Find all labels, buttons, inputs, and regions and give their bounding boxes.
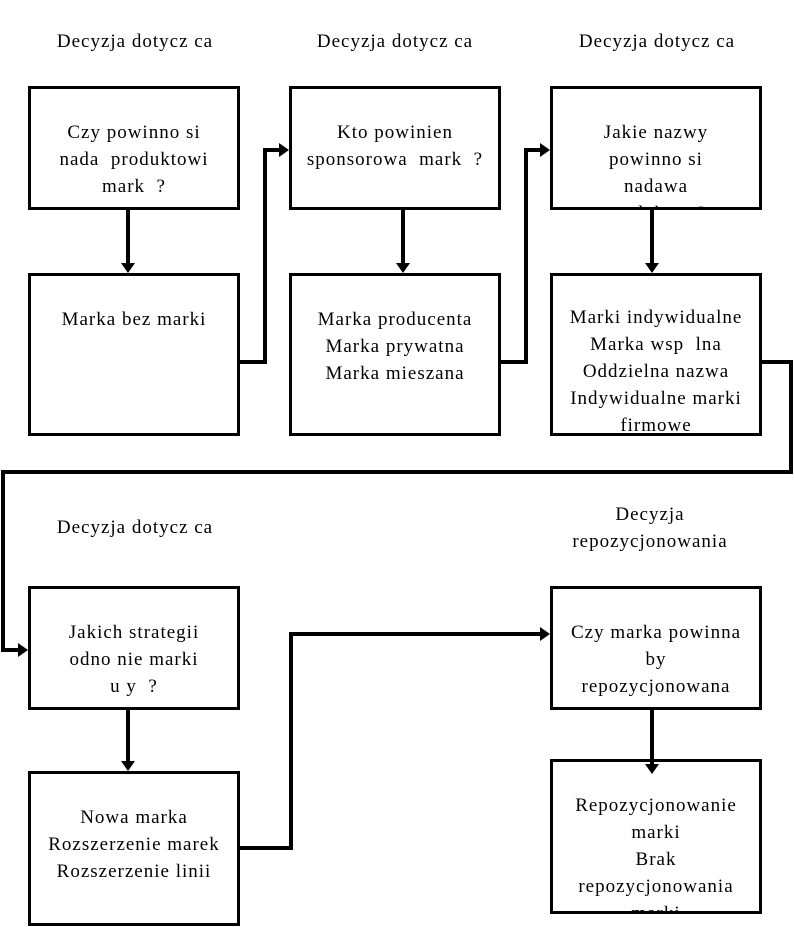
- box-question-sponsor: Kto powinien sponsorowa mark ?: [289, 86, 501, 210]
- connector-wrap: [1, 360, 793, 652]
- heading-line: repozycjonowania: [572, 531, 728, 552]
- box-line: sponsorowa mark ?: [306, 149, 484, 170]
- heading-line: Decyzja: [615, 504, 685, 525]
- arrowhead: [540, 627, 550, 641]
- box-line: repozycjonowania: [578, 876, 734, 897]
- box-line: Rozszerzenie linii: [56, 861, 212, 882]
- box-line: Kto powinien: [337, 122, 453, 143]
- box-line: Marka producenta: [317, 309, 473, 330]
- box-line: Marka bez marki: [61, 309, 207, 330]
- box-answer-sponsor: Marka producenta Marka prywatna Marka mi…: [289, 273, 501, 436]
- box-line: Indywidualne marki: [570, 388, 742, 409]
- connector-to-naming: [501, 148, 542, 364]
- box-line: Brak: [635, 849, 677, 870]
- box-line: Nowa marka: [80, 807, 188, 828]
- box-line: Jakie nazwy: [603, 122, 709, 143]
- box-line: repozycjonowana: [581, 676, 731, 697]
- box-line: produktom?: [553, 200, 759, 207]
- connector-to-sponsor: [240, 148, 281, 364]
- box-question-naming: Jakie nazwy powinno si nadawa produktom?: [550, 86, 762, 210]
- box-answer-naming: Marki indywidualne Marka wsp lna Oddziel…: [550, 273, 762, 436]
- arrowhead: [121, 263, 135, 273]
- box-line: firmowe: [620, 415, 692, 436]
- box-line: Marka wsp lna: [590, 334, 722, 355]
- box-line: Rozszerzenie marek: [48, 834, 220, 855]
- arrowhead: [540, 143, 550, 157]
- box-line: nada produktowi: [59, 149, 209, 170]
- box-line: Czy marka powinna: [570, 622, 741, 643]
- box-line: powinno si: [609, 149, 703, 170]
- box-line: by: [645, 649, 667, 670]
- box-line: marki: [631, 903, 681, 914]
- arrowhead: [121, 761, 135, 771]
- box-line: nadawa: [623, 176, 689, 197]
- heading-row2-right: Decyzja repozycjonowania: [540, 501, 760, 555]
- box-line: Jakich strategii: [68, 622, 200, 643]
- box-line: Repozycjonowanie: [575, 795, 737, 816]
- arrowhead: [396, 263, 410, 273]
- box-answer-reposition: Repozycjonowanie marki Brak repozycjonow…: [550, 759, 762, 914]
- box-line: mark ?: [102, 176, 166, 197]
- heading-row2-left: Decyzja dotycz ca: [56, 517, 214, 538]
- box-line: Oddzielna nazwa: [582, 361, 730, 382]
- heading-col2: Decyzja dotycz ca: [316, 31, 474, 52]
- arrowhead: [645, 263, 659, 273]
- box-answer-branding: Marka bez marki: [28, 273, 240, 436]
- box-question-reposition: Czy marka powinna by repozycjonowana: [550, 586, 762, 710]
- arrowhead: [18, 643, 28, 657]
- arrowhead: [279, 143, 289, 157]
- box-line: odno nie marki: [69, 649, 199, 670]
- box-answer-strategy: Nowa marka Rozszerzenie marek Rozszerzen…: [28, 771, 240, 926]
- box-line: Marka mieszana: [325, 363, 465, 384]
- heading-col1: Decyzja dotycz ca: [56, 31, 214, 52]
- connector-to-reposition: [240, 632, 542, 850]
- heading-col3: Decyzja dotycz ca: [578, 31, 736, 52]
- box-line: Marki indywidualne: [569, 307, 743, 328]
- box-question-branding: Czy powinno si nada produktowi mark ?: [28, 86, 240, 210]
- box-line: u y ?: [110, 676, 158, 697]
- arrowhead: [645, 764, 659, 774]
- box-line: Czy powinno si: [67, 122, 201, 143]
- box-question-strategy: Jakich strategii odno nie marki u y ?: [28, 586, 240, 710]
- box-line: Marka prywatna: [325, 336, 465, 357]
- box-line: marki: [631, 822, 681, 843]
